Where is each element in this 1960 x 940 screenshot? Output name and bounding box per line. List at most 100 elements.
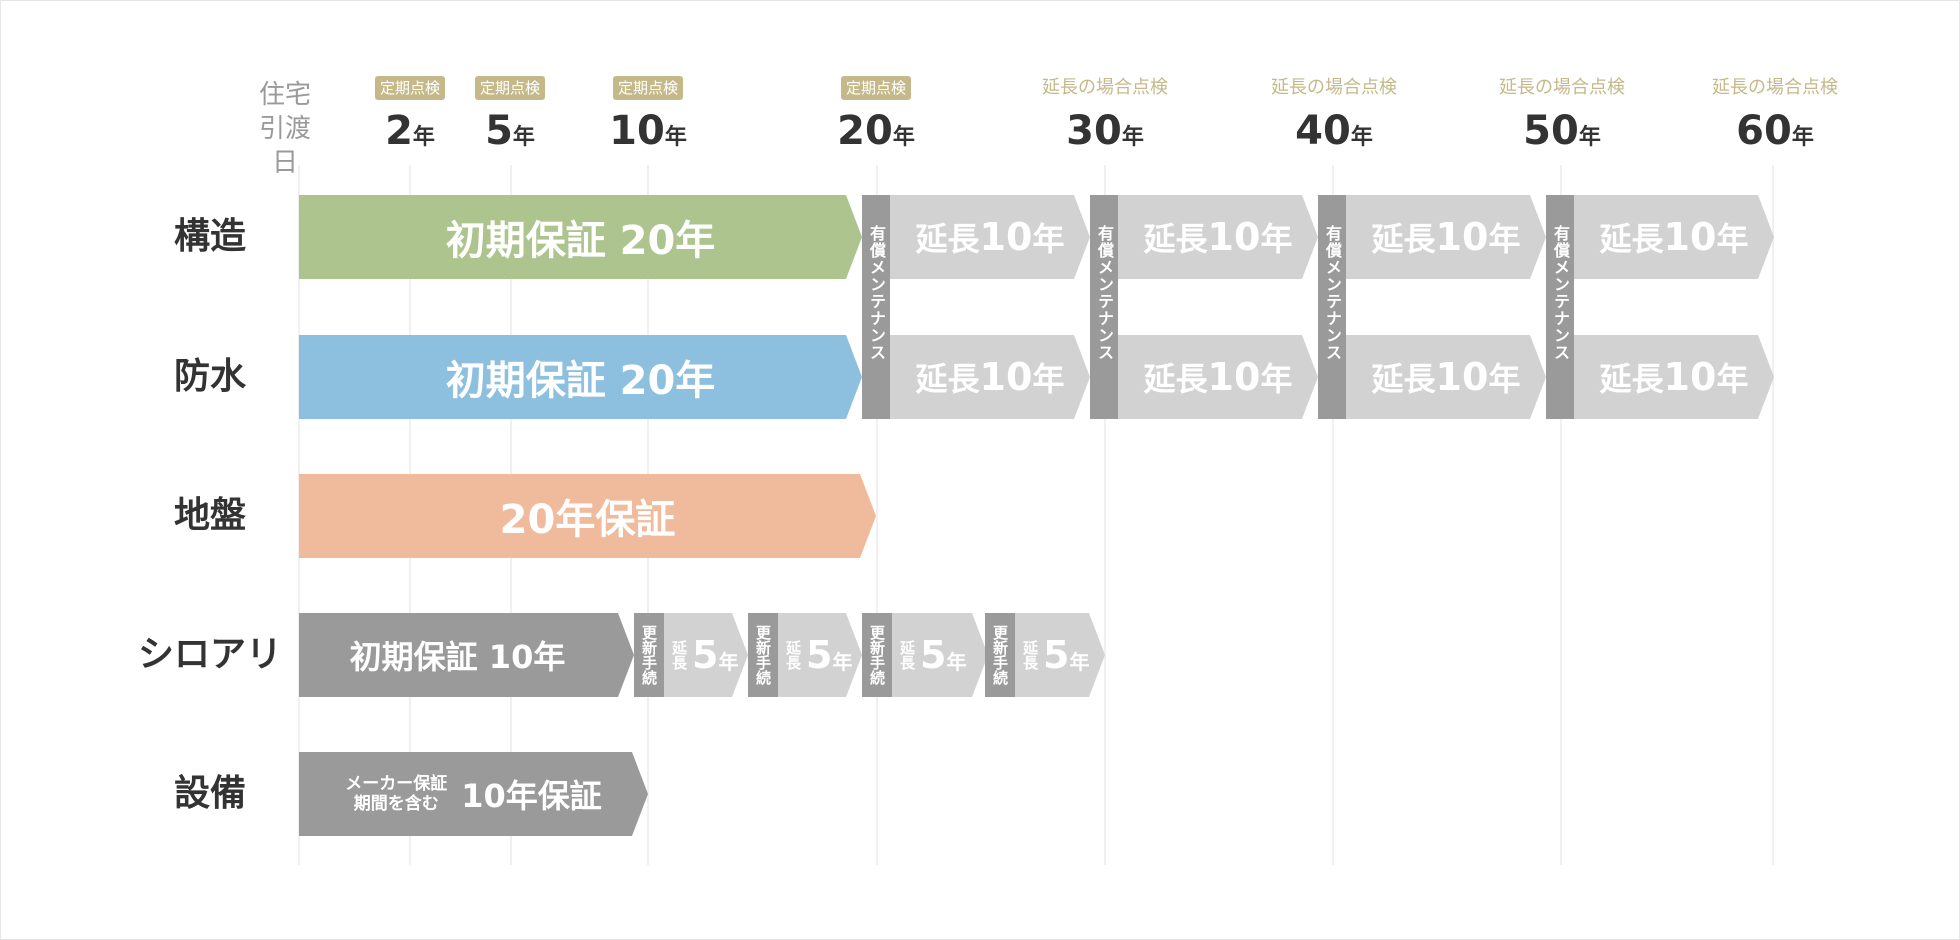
extension-label: 延長 xyxy=(1143,360,1208,398)
extension-label: 延長 xyxy=(1599,220,1664,258)
extension-unit: 年 xyxy=(1260,220,1293,258)
year-unit: 年 xyxy=(664,125,687,150)
gridline-40 xyxy=(1332,165,1334,865)
extension-label: 延長 xyxy=(915,220,980,258)
year-number: 20 xyxy=(837,108,893,154)
extension-inspection-note: 延長の場合点検 xyxy=(1271,77,1397,98)
row-label-ground: 地盤 xyxy=(173,495,246,536)
extension-label: 延長 xyxy=(1371,220,1436,258)
termite-initial-text: 初期保証 10年 xyxy=(349,638,566,676)
handover-line2: 引渡日 xyxy=(258,114,311,178)
renewal-procedure-text: 更新手続 xyxy=(754,625,772,685)
year-number: 30 xyxy=(1066,108,1122,154)
year-value: 50年 xyxy=(1482,108,1642,154)
handover-line1: 住宅 xyxy=(258,80,311,110)
extension-inspection-note: 延長の場合点検 xyxy=(1712,77,1838,98)
year-unit: 年 xyxy=(1121,125,1144,150)
extension-label: 延長 xyxy=(784,640,802,670)
paid-maintenance-block: 有償メンテナンス xyxy=(862,195,890,419)
paid-maintenance-block: 有償メンテナンス xyxy=(1546,195,1574,419)
year-column-20: 定期点検 20年 xyxy=(796,76,956,154)
year-value: 60年 xyxy=(1695,108,1855,154)
extension-number: 10 xyxy=(1663,355,1717,399)
equipment-note: メーカー保証 期間を含む xyxy=(345,774,447,814)
structure-initial-warranty: 初期保証 20年 xyxy=(299,195,862,279)
year-value: 10年 xyxy=(568,108,728,154)
extension-label: 延長 xyxy=(915,360,980,398)
extension-unit: 年 xyxy=(1488,220,1521,258)
gridline-50 xyxy=(1560,165,1562,865)
equipment-note-line1: メーカー保証 xyxy=(345,774,448,794)
inspection-tag: 定期点検 xyxy=(474,76,545,100)
ground-warranty: 20年保証 xyxy=(299,474,876,558)
gridline-60 xyxy=(1772,165,1774,865)
extension-number: 10 xyxy=(979,355,1033,399)
row-label-waterproof: 防水 xyxy=(173,356,246,397)
paid-maintenance-block: 有償メンテナンス xyxy=(1090,195,1118,419)
extension-unit: 年 xyxy=(1488,360,1521,398)
extension-inspection-note: 延長の場合点検 xyxy=(1042,77,1168,98)
year-number: 50 xyxy=(1523,108,1579,154)
year-number: 60 xyxy=(1736,108,1792,154)
year-unit: 年 xyxy=(892,125,915,150)
paid-maintenance-text: 有償メンテナンス xyxy=(1551,225,1570,361)
paid-maintenance-text: 有償メンテナンス xyxy=(1323,225,1342,361)
year-value: 40年 xyxy=(1254,108,1414,154)
row-label-equipment: 設備 xyxy=(173,773,246,814)
year-column-60: 延長の場合点検 60年 xyxy=(1695,76,1855,154)
handover-date-label: 住宅 引渡日 xyxy=(250,78,320,180)
extension-number: 5 xyxy=(920,633,947,677)
ground-warranty-text: 20年保証 xyxy=(499,497,676,543)
year-value: 20年 xyxy=(796,108,956,154)
extension-unit: 年 xyxy=(718,649,739,674)
year-number: 10 xyxy=(609,108,665,154)
extension-label: 延長 xyxy=(1021,640,1039,670)
extension-number: 10 xyxy=(1663,215,1717,259)
year-value: 30年 xyxy=(1025,108,1185,154)
extension-number: 10 xyxy=(1207,355,1261,399)
extension-unit: 年 xyxy=(1260,360,1293,398)
year-unit: 年 xyxy=(1791,125,1814,150)
year-column-10: 定期点検 10年 xyxy=(568,76,728,154)
termite-initial-warranty: 初期保証 10年 xyxy=(299,613,634,697)
equipment-warranty-text: 10年保証 xyxy=(461,777,602,815)
extension-label: 延長 xyxy=(1371,360,1436,398)
year-number: 5 xyxy=(485,108,513,154)
renewal-procedure-block: 更新手続 xyxy=(862,613,892,697)
year-unit: 年 xyxy=(512,125,535,150)
inspection-tag: 定期点検 xyxy=(840,76,911,100)
renewal-procedure-block: 更新手続 xyxy=(748,613,778,697)
extension-unit: 年 xyxy=(1069,649,1090,674)
year-number: 40 xyxy=(1295,108,1351,154)
renewal-procedure-block: 更新手続 xyxy=(634,613,664,697)
inspection-tag: 定期点検 xyxy=(612,76,683,100)
year-unit: 年 xyxy=(1350,125,1373,150)
equipment-note-line2: 期間を含む xyxy=(353,794,439,814)
inspection-tag: 定期点検 xyxy=(374,76,445,100)
extension-number: 5 xyxy=(806,633,833,677)
extension-number: 10 xyxy=(1435,215,1489,259)
extension-unit: 年 xyxy=(1032,220,1065,258)
gridline-20 xyxy=(876,165,878,865)
equipment-warranty: メーカー保証 期間を含む 10年保証 xyxy=(299,752,648,836)
year-column-5: 定期点検 5年 xyxy=(430,76,590,154)
renewal-procedure-text: 更新手続 xyxy=(868,625,886,685)
year-number: 2 xyxy=(385,108,413,154)
year-column-40: 延長の場合点検 40年 xyxy=(1254,76,1414,154)
extension-number: 10 xyxy=(1435,355,1489,399)
year-value: 2年 xyxy=(330,108,490,154)
row-label-termite: シロアリ xyxy=(137,634,282,675)
extension-unit: 年 xyxy=(1716,220,1749,258)
